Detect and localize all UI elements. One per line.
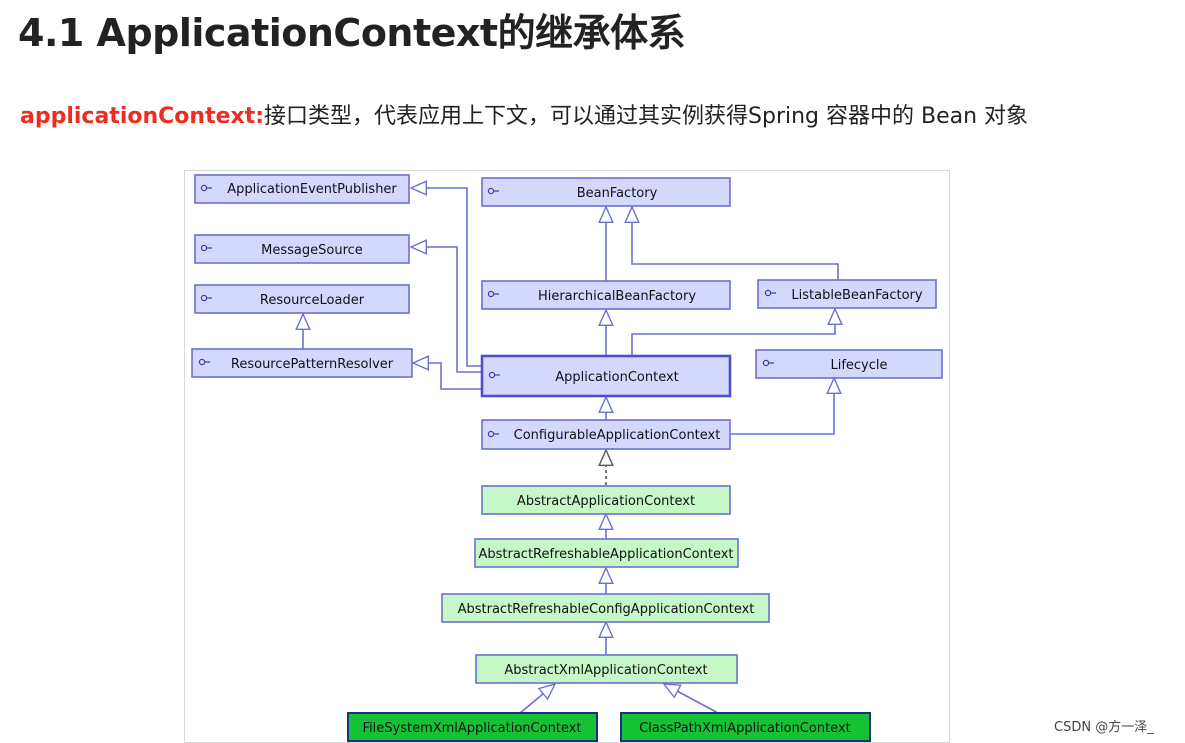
node-hierarchical-bean-factory: HierarchicalBeanFactory	[481, 280, 731, 310]
node-bean-factory: BeanFactory	[481, 177, 731, 207]
edge-appcontext-to-messagesource	[411, 247, 482, 373]
interface-circle-icon	[200, 244, 212, 252]
node-message-source: MessageSource	[194, 234, 410, 264]
node-file-system-xml-application-context: FileSystemXmlApplicationContext	[347, 712, 598, 742]
interface-circle-icon	[764, 289, 776, 297]
node-label: HierarchicalBeanFactory	[538, 289, 696, 304]
edge-appcontext-to-patternresolver	[413, 363, 482, 390]
node-label: ConfigurableApplicationContext	[514, 428, 721, 443]
node-label: ResourceLoader	[260, 293, 365, 308]
node-configurable-application-context: ConfigurableApplicationContext	[481, 419, 731, 450]
node-label: ResourcePatternResolver	[231, 357, 394, 372]
node-abstract-application-context: AbstractApplicationContext	[481, 485, 731, 515]
edge-listable-to-beanfactory	[632, 207, 839, 281]
node-application-event-publisher: ApplicationEventPublisher	[194, 174, 410, 204]
node-application-context: ApplicationContext	[480, 354, 732, 398]
node-abstract-refreshable-application-context: AbstractRefreshableApplicationContext	[474, 538, 739, 568]
edge-filesystem-to-xml	[519, 684, 555, 714]
edge-appcontext-to-eventpublisher	[411, 188, 482, 367]
edge-classpath-to-xml	[664, 684, 719, 714]
interface-circle-icon	[487, 430, 499, 438]
node-abstract-xml-application-context: AbstractXmlApplicationContext	[475, 654, 738, 684]
interface-circle-icon	[762, 359, 774, 367]
node-label: AbstractRefreshableApplicationContext	[478, 547, 733, 562]
interface-circle-icon	[200, 294, 212, 302]
node-listable-bean-factory: ListableBeanFactory	[757, 279, 937, 309]
node-label: ListableBeanFactory	[791, 288, 922, 303]
node-abstract-refreshable-config-application-context: AbstractRefreshableConfigApplicationCont…	[441, 593, 770, 623]
node-label: ApplicationContext	[555, 370, 679, 385]
interface-circle-icon	[198, 358, 210, 366]
node-resource-pattern-resolver: ResourcePatternResolver	[191, 348, 413, 378]
node-label: AbstractApplicationContext	[517, 494, 695, 509]
node-lifecycle: Lifecycle	[755, 349, 943, 379]
description-line: applicationContext:接口类型，代表应用上下文，可以通过其实例获…	[20, 98, 1028, 130]
node-label: FileSystemXmlApplicationContext	[363, 721, 582, 736]
node-resource-loader: ResourceLoader	[194, 284, 410, 314]
node-label: AbstractRefreshableConfigApplicationCont…	[458, 602, 755, 617]
interface-circle-icon	[200, 184, 212, 192]
interface-circle-icon	[488, 371, 500, 379]
interface-circle-icon	[487, 187, 499, 195]
node-class-path-xml-application-context: ClassPathXmlApplicationContext	[620, 712, 871, 742]
description-term: applicationContext:	[20, 104, 265, 129]
node-label: BeanFactory	[577, 186, 658, 201]
node-label: ApplicationEventPublisher	[227, 182, 397, 197]
watermark: CSDN @方一泽_	[1054, 720, 1154, 735]
page-title: 4.1 ApplicationContext的继承体系	[18, 11, 686, 55]
description-text: 接口类型，代表应用上下文，可以通过其实例获得Spring 容器中的 Bean 对…	[264, 104, 1029, 129]
edge-configurable-to-lifecycle	[731, 378, 834, 435]
diagram-frame	[184, 170, 950, 743]
node-label: Lifecycle	[830, 358, 887, 373]
node-label: MessageSource	[261, 243, 363, 258]
edge-appcontext-to-listable	[631, 309, 835, 356]
node-label: AbstractXmlApplicationContext	[504, 663, 707, 678]
interface-circle-icon	[487, 290, 499, 298]
node-label: ClassPathXmlApplicationContext	[639, 721, 851, 736]
